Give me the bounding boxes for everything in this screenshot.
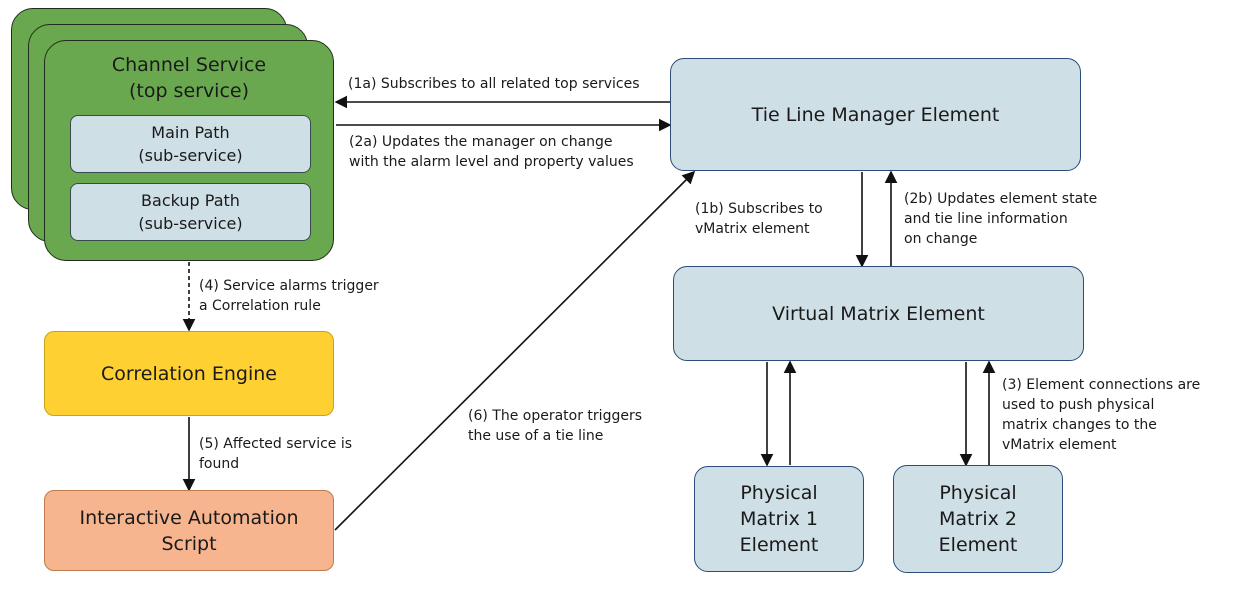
edge-label-3: (3) Element connections are used to push… bbox=[1002, 377, 1201, 453]
channel-service-label: Channel Service (top service) bbox=[111, 54, 267, 102]
correlation-engine-node[interactable]: Correlation Engine bbox=[44, 331, 334, 416]
virtual-matrix-node[interactable]: Virtual Matrix Element bbox=[673, 266, 1084, 361]
edge-label-1b: (1b) Subscribes to vMatrix element bbox=[695, 201, 823, 237]
edge-label-5: (5) Affected service is found bbox=[199, 436, 353, 472]
edge-label-6: (6) The operator triggers the use of a t… bbox=[468, 408, 643, 444]
physical-matrix-2-node[interactable]: Physical Matrix 2 Element bbox=[893, 465, 1063, 573]
edge-label-4: (4) Service alarms trigger a Correlation… bbox=[199, 278, 379, 314]
automation-script-node[interactable]: Interactive Automation Script bbox=[44, 490, 334, 571]
edge-label-2a: (2a) Updates the manager on change with … bbox=[349, 134, 634, 170]
arrow-6 bbox=[334, 170, 696, 531]
edge-label-2b: (2b) Updates element state and tie line … bbox=[904, 191, 1098, 247]
main-path-node[interactable]: Main Path (sub-service) bbox=[70, 115, 311, 173]
tie-line-manager-node[interactable]: Tie Line Manager Element bbox=[670, 58, 1081, 171]
physical-matrix-1-node[interactable]: Physical Matrix 1 Element bbox=[694, 466, 864, 572]
backup-path-node[interactable]: Backup Path (sub-service) bbox=[70, 183, 311, 241]
edge-label-1a: (1a) Subscribes to all related top servi… bbox=[348, 76, 640, 92]
